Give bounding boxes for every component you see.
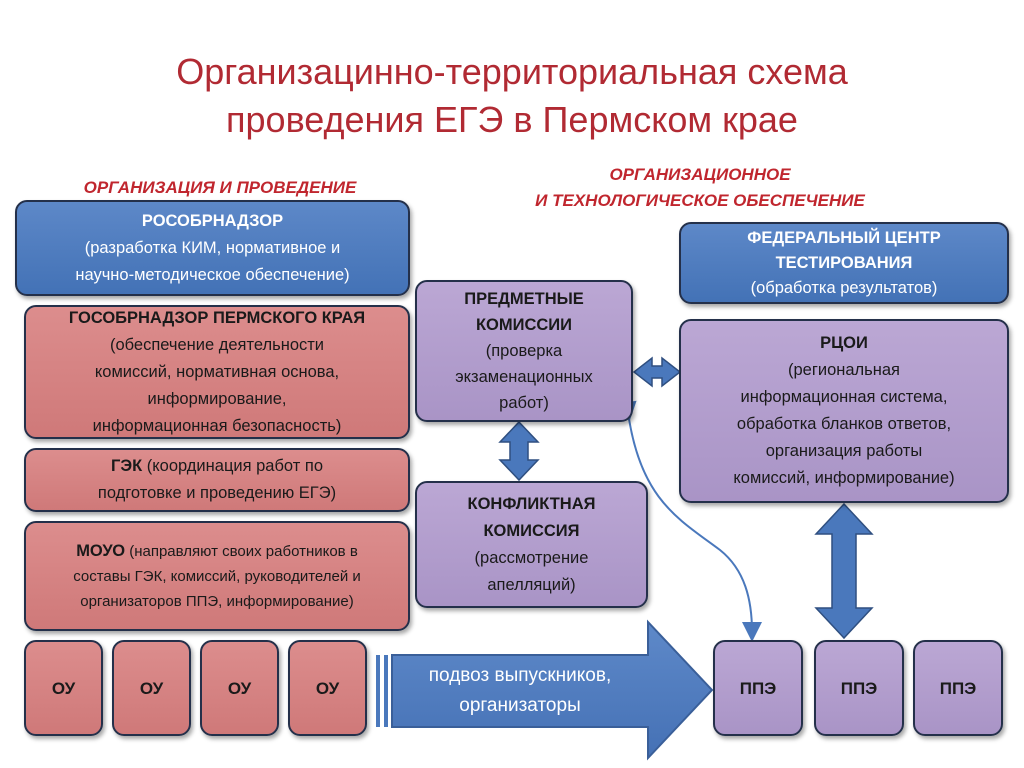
rosobrnadzor-box: РОСОБРНАДЗОР (разработка КИМ, нормативно…: [15, 200, 410, 296]
federal-center-line-1: (обработка результатов): [750, 278, 938, 297]
rosobrnadzor-line-2: научно-методическое обеспечение): [75, 265, 350, 284]
conflict-commission-line-1: (рассмотрение: [474, 548, 589, 567]
gek-line-2: подготовке и проведению ЕГЭ): [97, 484, 337, 502]
conflict-commission-title-1: КОНФЛИКТНАЯ: [467, 494, 596, 513]
federal-center-box: ФЕДЕРАЛЬНЫЙ ЦЕНТР ТЕСТИРОВАНИЯ (обработк…: [679, 222, 1009, 304]
mouo-line-1: МОУО (направляют своих работников в: [76, 539, 358, 564]
conflict-commission-title-2: КОМИССИЯ: [483, 521, 580, 540]
rosobrnadzor-title: РОСОБРНАДЗОР: [141, 211, 284, 230]
federal-center-title-1: ФЕДЕРАЛЬНЫЙ ЦЕНТР: [747, 228, 941, 247]
gosobrnadzor-line-4: информационная безопасность): [92, 416, 342, 435]
title-line-1: Организацинно-территориальная схема: [176, 51, 848, 92]
rcoi-line-2: информационная система,: [740, 388, 948, 406]
subject-commissions-title-2: КОМИССИИ: [475, 316, 573, 334]
transport-arrow-line-1: подвоз выпускников,: [428, 665, 612, 686]
gosobrnadzor-line-3: информирование,: [147, 389, 287, 408]
transport-arrow: [376, 619, 714, 761]
gosobrnadzor-box: ГОСОБРНАДЗОР ПЕРМСКОГО КРАЯ (обеспечение…: [24, 305, 410, 439]
section-left-heading: ОРГАНИЗАЦИЯ И ПРОВЕДЕНИЕ: [83, 178, 357, 197]
conflict-commission-box: КОНФЛИКТНАЯ КОМИССИЯ (рассмотрение апелл…: [415, 481, 648, 608]
rcoi-line-4: организация работы: [765, 442, 923, 460]
rcoi-line-5: комиссий, информирование): [733, 469, 955, 487]
subject-commissions-line-2: экзаменационных: [455, 368, 593, 386]
gosobrnadzor-line-1: (обеспечение деятельности: [109, 335, 325, 354]
mouo-line-1-text: (направляют своих работников в: [125, 542, 358, 560]
ou-box-4: ОУ: [288, 640, 367, 736]
subject-commissions-line-1: (проверка: [485, 342, 563, 360]
gosobrnadzor-line-2: комиссий, нормативная основа,: [94, 362, 340, 381]
section-right-line-2: И ТЕХНОЛОГИЧЕСКОЕ ОБЕСПЕЧЕНИЕ: [535, 191, 865, 210]
mouo-title: МОУО: [76, 541, 126, 560]
subject-commissions-box: ПРЕДМЕТНЫЕ КОМИССИИ (проверка экзаменаци…: [415, 280, 633, 422]
title-line-2: проведения ЕГЭ в Пермском крае: [226, 99, 798, 140]
gosobrnadzor-title: ГОСОБРНАДЗОР ПЕРМСКОГО КРАЯ: [68, 308, 366, 327]
page-title: Организацинно-территориальная схема пров…: [0, 48, 1024, 144]
gek-line-1-text: (координация работ по: [142, 457, 323, 475]
ou-box-1: ОУ: [24, 640, 103, 736]
gek-line-1: ГЭК (координация работ по: [111, 453, 323, 480]
transport-arrow-line-2: организаторы: [459, 695, 581, 716]
mouo-line-2: составы ГЭК, комиссий, руководителей и: [73, 567, 361, 585]
ppe-box-2: ППЭ: [814, 640, 904, 736]
federal-center-title-2: ТЕСТИРОВАНИЯ: [775, 253, 913, 272]
subject-commissions-title-1: ПРЕДМЕТНЫЕ: [464, 290, 584, 308]
arrow-subject-ppe-curve: [616, 400, 762, 642]
arrow-rcoi-ppe: [814, 502, 874, 640]
mouo-box: МОУО (направляют своих работников в сост…: [24, 521, 410, 631]
section-right-line-1: ОРГАНИЗАЦИОННОЕ: [609, 165, 791, 184]
arrow-subject-rcoi: [632, 356, 682, 388]
subject-commissions-line-3: работ): [499, 394, 549, 412]
section-right-heading: ОРГАНИЗАЦИОННОЕ И ТЕХНОЛОГИЧЕСКОЕ ОБЕСПЕ…: [470, 162, 930, 214]
rosobrnadzor-line-1: (разработка КИМ, нормативное и: [84, 238, 341, 257]
rcoi-title: РЦОИ: [820, 334, 868, 352]
conflict-commission-line-2: апелляций): [487, 575, 576, 594]
ppe-box-1: ППЭ: [713, 640, 803, 736]
mouo-line-3: организаторов ППЭ, информирование): [80, 592, 354, 610]
ppe-box-3: ППЭ: [913, 640, 1003, 736]
rcoi-line-1: (региональная: [788, 361, 900, 379]
rcoi-box: РЦОИ (региональная информационная систем…: [679, 319, 1009, 503]
ou-box-3: ОУ: [200, 640, 279, 736]
transport-arrow-label: подвоз выпускников, организаторы: [392, 661, 648, 721]
arrow-subject-conflict: [498, 420, 540, 482]
gek-box: ГЭК (координация работ по подготовке и п…: [24, 448, 410, 512]
rcoi-line-3: обработка бланков ответов,: [736, 415, 952, 433]
gek-title: ГЭК: [111, 457, 143, 475]
ou-box-2: ОУ: [112, 640, 191, 736]
